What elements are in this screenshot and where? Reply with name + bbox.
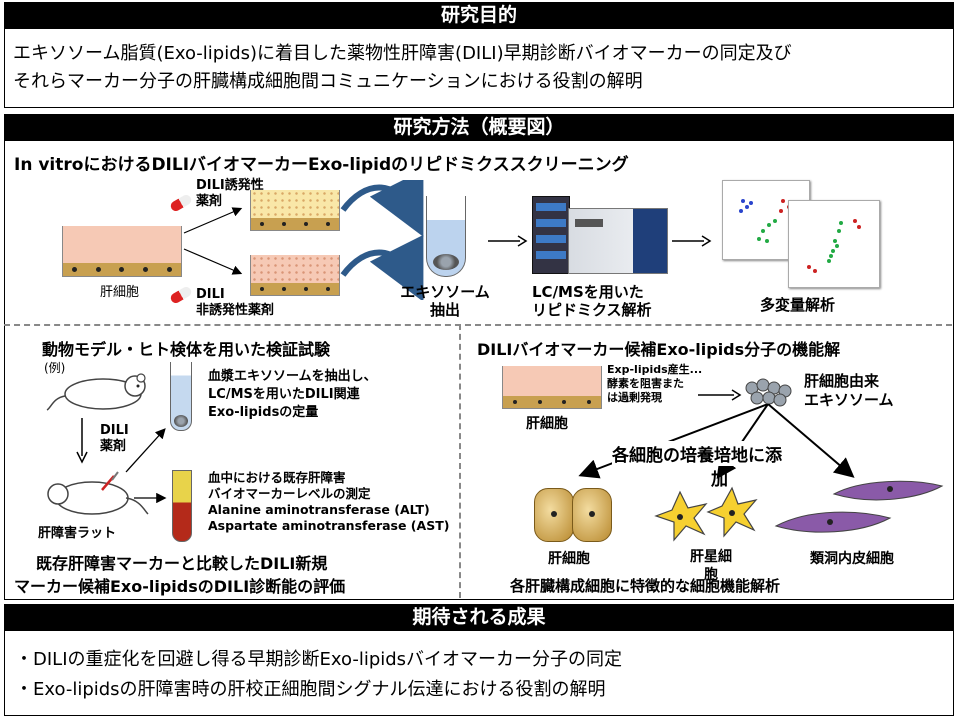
purpose-line-1: エキソソーム脂質(Exo-lipids)に着目した薬物性肝障害(DILI)早期診… [13,43,792,64]
purpose-box: エキソソーム脂質(Exo-lipids)に着目した薬物性肝障害(DILI)早期診… [4,28,954,108]
treated-dish [250,190,340,231]
function-bottom-label: 各肝臓構成細胞に特徴的な細胞機能解析 [510,577,781,595]
rat-icon [47,471,149,515]
section-divider [4,324,952,326]
column-divider [459,324,461,598]
hepatocyte-cell-icon [534,488,574,542]
function-title: DILIバイオマーカー候補Exo-lipids分子の機能解 [477,340,841,359]
arrow-right [672,235,712,247]
eval-line-1: 既存肝障害マーカーと比較したDILI新規 [36,554,328,573]
add-to-medium-label-2: 加 [711,470,728,490]
exosome-tube [426,196,466,277]
blood-tube [172,470,192,542]
purpose-header: 研究目的 [4,2,954,28]
enzyme-note: Exp-lipids産生...酵素を阻害または過剰発現 [607,363,703,404]
methods-header: 研究方法（概要図） [4,114,954,140]
exosome-extract-label: エキソソーム抽出 [400,283,490,319]
results-header: 期待される成果 [4,604,954,630]
result-item-1: ・DILIの重症化を回避し得る早期診断Exo-lipidsバイオマーカー分子の同… [15,649,623,670]
control-dish [250,255,340,296]
stellate-cell-icon [654,486,758,542]
arrow-down [76,418,88,464]
hepatocyte-cell-icon [572,488,612,542]
cell-endothelial-label: 類洞内皮細胞 [810,551,894,567]
add-to-medium-label: 各細胞の培養培地に添 [612,441,782,466]
exosome-source-label: 肝細胞由来エキソソーム [804,372,894,409]
invitro-title: In vitroにおけるDILIバイオマーカーExo-lipidのリピドミクスス… [14,155,629,175]
transfer-arrows [340,180,424,300]
endothelial-cell-icon [774,480,944,533]
scatter-plot-icon [788,200,880,288]
plasma-tube [170,362,192,431]
exosome-cluster-icon [745,378,792,407]
arrow-right [488,235,528,247]
results-box: ・DILIの重症化を回避し得る早期診断Exo-lipidsバイオマーカー分子の同… [4,630,954,716]
split-arrows [183,207,243,275]
lcms-stack-icon [532,196,570,274]
hepatocyte-dish [62,226,182,277]
hepatocyte-label: 肝細胞 [100,285,140,300]
rat-arrows [125,428,167,504]
function-hepatocyte-label: 肝細胞 [526,416,568,432]
animal-title: 動物モデル・ヒト検体を用いた検証試験 [42,340,331,359]
mouse-icon [46,373,146,411]
cell-hepatocyte-label: 肝細胞 [548,551,590,567]
multivariate-label: 多変量解析 [760,296,836,314]
arrow-right [698,389,742,401]
rat-label: 肝障害ラット [38,526,117,541]
eval-line-2: マーカー候補Exo-lipidsのDILI診断能の評価 [14,577,346,596]
example-label: (例) [44,361,66,375]
cell-stellate-label: 肝星細胞 [690,549,732,583]
result-item-2: ・Exo-lipidsの肝障害時の肝校正細胞間シグナル伝達における役割の解明 [15,679,606,700]
lcms-label: LC/MSを用いたリピドミクス解析 [532,283,652,319]
hepatocyte-dish [502,366,602,409]
mass-spectrometer-icon [568,208,668,274]
drug-top-label: DILI誘発性薬剤 [196,178,264,209]
purpose-line-2: それらマーカー分子の肝臓構成細胞間コミュニケーションにおける役割の解明 [13,71,643,92]
